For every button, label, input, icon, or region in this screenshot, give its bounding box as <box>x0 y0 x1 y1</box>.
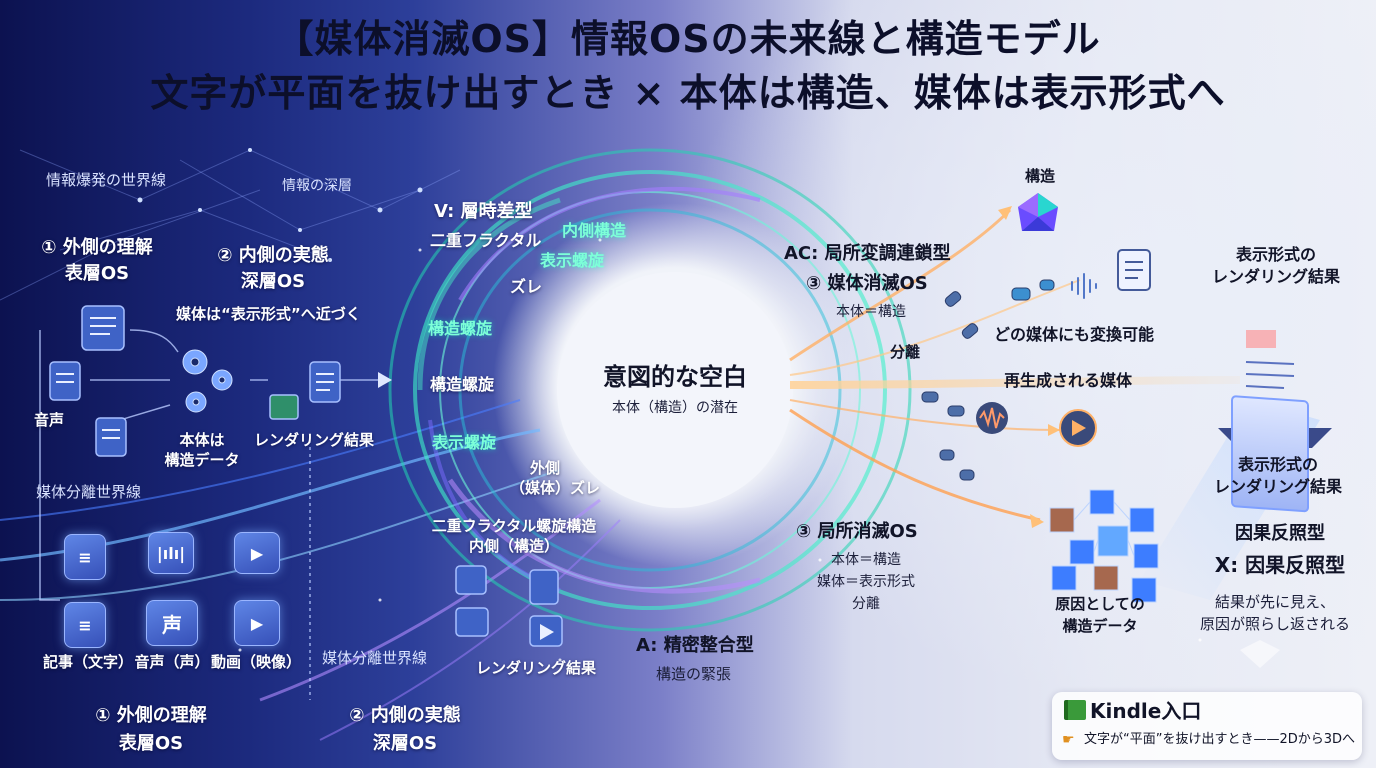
display-device <box>1218 330 1332 513</box>
render-mid-line1: 表示形式の <box>1237 455 1318 474</box>
double-fractal-spiral-structure: 二重フラクタル螺旋構造 <box>431 517 597 535</box>
local-media-display: 媒体＝表示形式 <box>817 574 915 590</box>
v-layer-lag-type: V: 層時差型 <box>434 201 533 222</box>
outer-media-1: 外側 <box>529 459 560 477</box>
kindle-entry-box[interactable]: Kindle入口 ☛ 文字が“平面”を抜け出すとき——2Dから3Dへ <box>1052 692 1362 760</box>
audio-card: |ılı| <box>148 532 194 574</box>
rendering-result-bottom: レンダリング結果 <box>476 659 597 677</box>
sound-wave-icon <box>1071 273 1097 299</box>
double-fractal: 二重フラクタル <box>430 231 542 250</box>
spiral-small-icons <box>455 565 563 647</box>
separation-world-bottom: 媒体分離世界線 <box>322 649 428 667</box>
convertible-any-media: どの媒体にも変換可能 <box>994 325 1155 344</box>
gear-icons <box>182 349 233 413</box>
render-top-line2: レンダリング結果 <box>1211 267 1340 286</box>
voice-text-label: 音声（声） <box>134 653 210 671</box>
article-card: ≡ <box>64 534 106 580</box>
document-icon <box>1117 249 1151 291</box>
sparkles <box>238 238 1202 662</box>
render-top-line1: 表示形式の <box>1235 245 1316 264</box>
orange-beams <box>789 208 1241 522</box>
a-precise-alignment-type: A: 精密整合型 <box>636 635 754 656</box>
waveform-circle <box>976 402 1008 434</box>
outer-media-2: （媒体）ズレ <box>509 479 600 497</box>
play-icon: ▶ <box>250 613 264 633</box>
crystal-icon <box>1018 193 1058 231</box>
intentional-void-title: 意図的な空白 <box>603 363 747 391</box>
play-card: ▶ <box>234 600 280 646</box>
title-line-2: 文字が平面を抜け出すとき × 本体は構造、媒体は表示形式へ <box>150 71 1226 115</box>
x-causal-reflection-type: X: 因果反照型 <box>1214 553 1346 577</box>
deep-os: 深層OS <box>240 271 306 292</box>
chain-links <box>921 279 1055 481</box>
title-line-1: 【媒体消滅OS】情報OSの未来線と構造モデル <box>275 17 1101 61</box>
struct-data-line2: 構造データ <box>164 451 240 469</box>
arrow-right-icon <box>378 372 392 388</box>
article-card-2: ≡ <box>64 602 106 648</box>
cause-struct-line2: 構造データ <box>1062 617 1138 635</box>
audio-wave-icon: |ılı| <box>156 543 186 563</box>
label-world-explosion: 情報爆発の世界線 <box>46 171 167 189</box>
causal-reflection-heading: 因果反照型 <box>1235 523 1325 544</box>
media-extinction-os: ③ 媒体消滅OS <box>806 273 928 294</box>
kindle-title: Kindle入口 <box>1090 699 1202 723</box>
document-lines-icon-2: ≡ <box>78 615 92 635</box>
separation-label: 分離 <box>890 343 921 361</box>
local-body-structure: 本体＝構造 <box>831 552 901 568</box>
gap-top: ズレ <box>510 277 543 296</box>
ac-local-modulation-type: AC: 局所変調連鎖型 <box>784 243 951 264</box>
document-lines-icon: ≡ <box>78 547 92 567</box>
approach-display-format: 媒体は“表示形式”へ近づく <box>176 305 361 323</box>
cube-cluster <box>1049 489 1159 603</box>
network-dots <box>118 148 423 262</box>
body-equals-structure: 本体＝構造 <box>836 304 906 320</box>
surface-os: 表層OS <box>64 263 130 284</box>
bottom-deep-os: 深層OS <box>372 733 438 754</box>
inner-reality: ② 内側の実態 <box>217 245 329 266</box>
film-icon: ▶ <box>250 543 264 563</box>
arrow-tips <box>998 206 1060 528</box>
display-spiral-top: 表示螺旋 <box>540 251 605 270</box>
voice-card: 声 <box>146 600 198 646</box>
display-spiral-bottom: 表示螺旋 <box>432 433 497 452</box>
structure-tension: 構造の緊張 <box>656 665 732 683</box>
struct-data-line1: 本体は <box>179 431 225 449</box>
spiral-rings <box>388 148 912 632</box>
article-text-label: 記事（文字） <box>42 653 133 671</box>
inner-structure-label: 内側構造 <box>562 221 627 240</box>
bottom-inner-reality: ② 内側の実態 <box>349 705 461 726</box>
pointing-hand-icon: ☛ <box>1062 732 1075 748</box>
cause-reflected-back: 原因が照らし返される <box>1199 615 1350 633</box>
label-info-depth: 情報の深層 <box>282 178 352 194</box>
left-flow-lines <box>39 329 380 700</box>
intentional-void <box>557 272 793 508</box>
outer-understanding: ① 外側の理解 <box>41 237 153 258</box>
result-first-visible: 結果が先に見え、 <box>1214 593 1335 611</box>
intentional-void-subtitle: 本体（構造）の潜在 <box>612 400 738 416</box>
voice-label-left: 音声 <box>34 411 65 429</box>
local-separation: 分離 <box>852 596 880 612</box>
regenerated-media: 再生成される媒体 <box>1004 371 1133 390</box>
local-extinction-os: ③ 局所消滅OS <box>796 521 918 542</box>
bottom-outer-understanding: ① 外側の理解 <box>95 705 207 726</box>
rendering-result-left: レンダリング結果 <box>254 431 375 449</box>
bottom-surface-os: 表層OS <box>118 733 184 754</box>
kindle-subtitle[interactable]: 文字が“平面”を抜け出すとき——2Dから3Dへ <box>1084 732 1356 747</box>
chevron-down-icon <box>1240 640 1280 668</box>
render-mid-line2: レンダリング結果 <box>1213 477 1342 496</box>
structure-spiral-1: 構造螺旋 <box>428 319 493 338</box>
inner-structure-paren: 内側（構造） <box>468 537 559 555</box>
structure-spiral-2: 構造螺旋 <box>430 375 495 394</box>
video-card: ▶ <box>234 532 280 574</box>
video-text-label: 動画（映像） <box>210 653 301 671</box>
cause-struct-line1: 原因としての <box>1055 595 1145 613</box>
separation-world-left: 媒体分離世界線 <box>36 483 142 501</box>
structure-label: 構造 <box>1024 167 1055 185</box>
book-icon <box>1064 700 1086 725</box>
